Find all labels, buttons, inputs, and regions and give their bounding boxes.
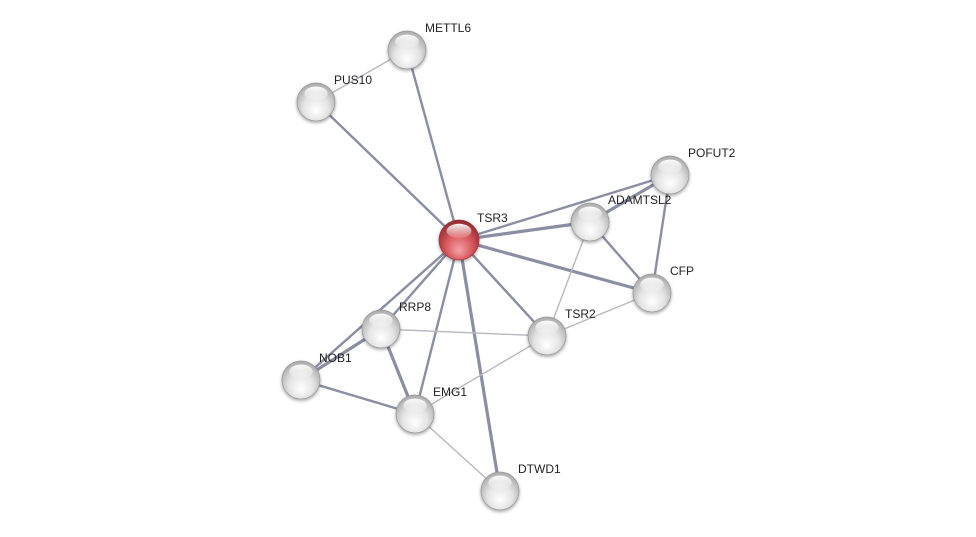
edge-rrp8-tsr2[interactable] (380, 328, 548, 337)
node-highlight (369, 313, 393, 328)
node-mettl6[interactable]: METTL6 (387, 21, 471, 70)
node-pus10[interactable]: PUS10 (296, 73, 372, 122)
node-label: CFP (670, 264, 694, 278)
node-adamtsl2[interactable]: ADAMTSL2 (570, 193, 672, 242)
node-tsr2[interactable]: TSR2 (527, 307, 596, 356)
edge-tsr3-cfp[interactable] (457, 238, 654, 295)
edges-layer (299, 48, 672, 493)
edge-nob1-emg1[interactable] (299, 378, 417, 416)
node-label: EMG1 (433, 385, 467, 399)
node-highlight (403, 398, 427, 413)
node-dtwd1[interactable]: DTWD1 (480, 462, 561, 511)
edge-pus10-tsr3[interactable] (314, 100, 461, 242)
node-label: NOB1 (319, 351, 352, 365)
node-label: RRP8 (399, 300, 431, 314)
node-pofut2[interactable]: POFUT2 (650, 146, 736, 195)
edge-mettl6-tsr3[interactable] (405, 48, 461, 242)
node-tsr3[interactable]: TSR3 (438, 211, 508, 261)
node-highlight (535, 320, 559, 335)
node-rrp8[interactable]: RRP8 (361, 300, 431, 349)
node-cfp[interactable]: CFP (632, 264, 694, 313)
node-label: TSR2 (565, 307, 596, 321)
node-label: ADAMTSL2 (608, 193, 672, 207)
node-highlight (640, 277, 664, 292)
node-highlight (446, 223, 472, 239)
node-highlight (658, 159, 682, 174)
edge-tsr3-emg1[interactable] (413, 238, 461, 416)
node-label: DTWD1 (518, 462, 561, 476)
edge-emg1-tsr2[interactable] (414, 335, 548, 415)
node-label: PUS10 (334, 73, 372, 87)
node-label: METTL6 (425, 21, 471, 35)
edge-tsr3-tsr2[interactable] (457, 238, 549, 338)
node-label: POFUT2 (688, 146, 736, 160)
node-highlight (395, 34, 419, 49)
edge-tsr3-dtwd1[interactable] (457, 238, 502, 493)
node-highlight (578, 206, 602, 221)
edge-tsr3-adamtsl2[interactable] (457, 220, 592, 242)
node-nob1[interactable]: NOB1 (281, 351, 352, 400)
node-highlight (289, 364, 313, 379)
node-highlight (488, 475, 512, 490)
edge-pofut2-cfp[interactable] (650, 173, 672, 295)
edge-tsr3-pofut2[interactable] (457, 173, 672, 242)
node-emg1[interactable]: EMG1 (395, 385, 467, 434)
node-highlight (304, 86, 328, 101)
edge-adamtsl2-tsr2[interactable] (546, 221, 591, 337)
node-label: TSR3 (477, 211, 508, 225)
